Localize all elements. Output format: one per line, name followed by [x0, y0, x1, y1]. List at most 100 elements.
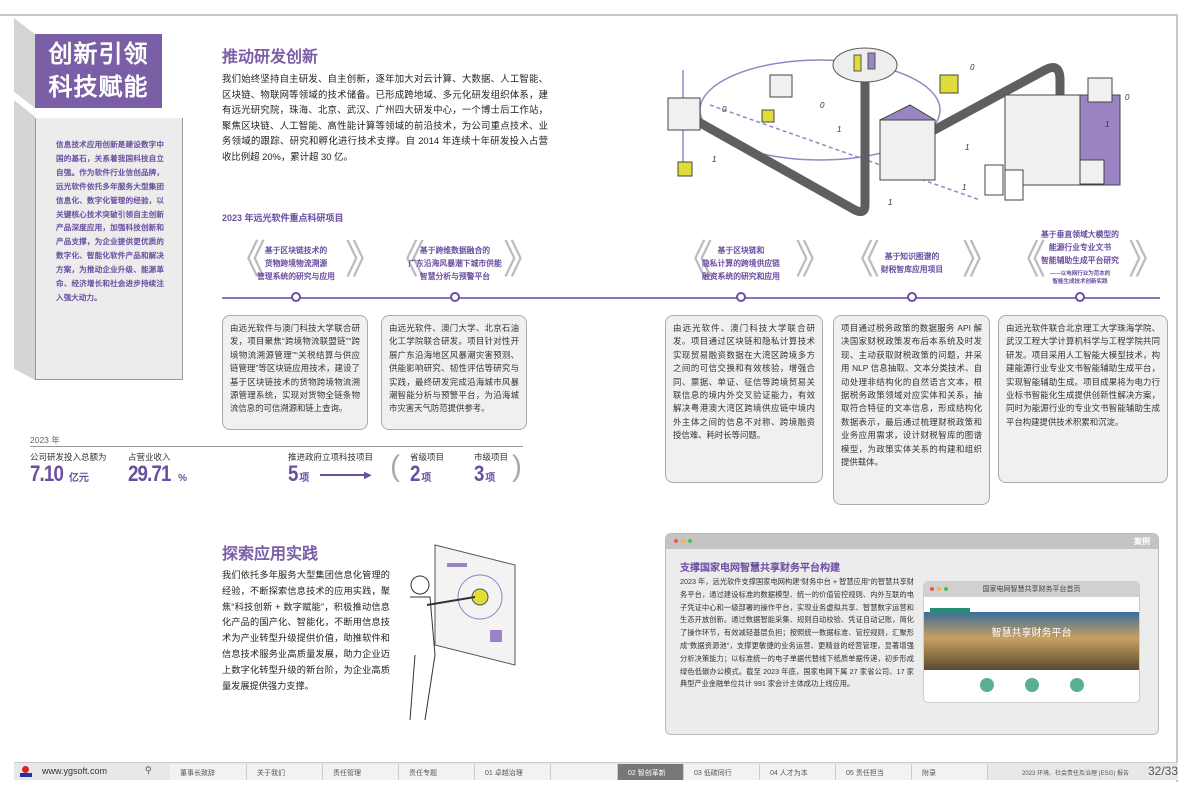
- module-icon[interactable]: [979, 678, 994, 692]
- chevron-left-icon: 《: [1006, 238, 1046, 282]
- footer-tab[interactable]: 附录: [912, 764, 988, 780]
- footer-tab[interactable]: [551, 764, 618, 780]
- practice-title: 探索应用实践: [222, 546, 319, 563]
- stat-value: 29.71: [128, 461, 171, 486]
- binary-label: 1: [962, 183, 966, 192]
- platform-banner: 智慧共享财务平台: [924, 612, 1139, 670]
- stats-year: 2023 年: [30, 435, 60, 445]
- case-title: 支撑国家电网智慧共享财务平台构建: [680, 563, 840, 574]
- case-tag: 案例: [1134, 537, 1150, 546]
- arrow-right-icon: [320, 474, 370, 476]
- footer-tab[interactable]: 董事长致辞: [170, 764, 247, 780]
- footer-tab[interactable]: 04 人才为本: [760, 764, 836, 780]
- footer-tab[interactable]: 03 低碳同行: [684, 764, 760, 780]
- project-title: 基于区块链和 隐私计算的跨境供应链 融资系统的研究和应用: [702, 246, 780, 281]
- window-close-dot: [930, 587, 934, 591]
- module-icon[interactable]: [1069, 678, 1084, 692]
- window-min-dot: [681, 539, 685, 543]
- window-min-dot: [937, 587, 941, 591]
- binary-label: 1: [712, 155, 716, 164]
- title-box-side: [14, 18, 35, 108]
- window-max-dot: [944, 587, 948, 591]
- practice-body: 我们依托多年服务大型集团信息化管理的经验，不断探索信息技术的应用实践，聚焦“科技…: [222, 570, 390, 691]
- stat-label: 省级项目: [410, 452, 445, 462]
- projects-heading: 2023 年远光软件重点科研项目: [222, 213, 344, 223]
- search-icon[interactable]: ⚲: [145, 765, 152, 775]
- timeline-dot: [907, 292, 917, 302]
- stat-value: 3: [474, 461, 484, 486]
- case-panel: 案例 支撑国家电网智慧共享财务平台构建 2023 年，远光软件支撑国家电网构建“…: [665, 533, 1159, 735]
- platform-window-bar: 国家电网智慧共享财务平台首页: [924, 582, 1139, 597]
- stat-label: 市级项目: [474, 452, 509, 462]
- timeline: [222, 297, 1160, 299]
- chevron-right-icon: 》: [503, 238, 543, 282]
- intro-box-side: [14, 100, 35, 380]
- cube-icon: [667, 97, 701, 131]
- stat-label: 推进政府立项科技项目: [288, 452, 374, 462]
- ygsoft-logo: [20, 766, 32, 778]
- stat-value: 5: [288, 461, 298, 486]
- chevron-right-icon: 》: [1128, 238, 1168, 282]
- website-link[interactable]: www.ygsoft.com: [42, 766, 108, 776]
- stat-unit: 项: [485, 473, 496, 484]
- window-close-dot: [674, 539, 678, 543]
- stat-value: 7.10: [30, 461, 64, 486]
- hero-title-line2: 科技赋能: [48, 74, 149, 101]
- case-title-bar: 案例: [666, 534, 1158, 549]
- arrow-head: ▶: [364, 470, 372, 481]
- bracket-right: ): [512, 450, 522, 483]
- data-pipe: [690, 75, 870, 217]
- stat-label: 占营业收入: [128, 452, 171, 462]
- cloud-icon: [832, 47, 898, 83]
- stats-divider: [30, 446, 523, 447]
- platform-window-title: 国家电网智慧共享财务平台首页: [982, 586, 1081, 593]
- page-number: 32/33: [1148, 764, 1179, 778]
- report-name: 2023 环境、社会责任及治理 (ESG) 报告: [1022, 771, 1130, 777]
- binary-label: 0: [820, 101, 825, 110]
- page-frame: [0, 14, 1178, 782]
- chevron-left-icon: 《: [673, 238, 713, 282]
- module-icon[interactable]: [1024, 678, 1039, 692]
- project-desc: 由远光软件与澳门科技大学联合研发，项目聚焦“跨境物流联盟链”“跨境物流溯源管理”…: [222, 315, 368, 430]
- binary-label: 0: [722, 105, 727, 114]
- project-title: 基于跨维数据融合的 广东沿海风暴潮下城市供能 智慧分析与预警平台: [408, 246, 502, 281]
- footer-tab[interactable]: 05 责任担当: [836, 764, 912, 780]
- project-desc: 由远光软件联合北京理工大学珠海学院、武汉工程大学计算机科学与工程学院共同研发。项…: [998, 315, 1168, 483]
- bracket-left: (: [390, 450, 400, 483]
- project-desc: 由远光软件、澳门科技大学联合研发。项目通过区块链和隐私计算技术实现贸易融资数据在…: [665, 315, 823, 483]
- binary-label: 1: [837, 125, 841, 134]
- project-title: 基于垂直领域大模型的 能源行业专业文书 智能辅助生成平台研究: [1041, 230, 1119, 265]
- stat-unit: 亿元: [68, 473, 89, 484]
- footer-tab[interactable]: 01 卓越治理: [475, 764, 551, 780]
- binary-label: 0: [970, 63, 975, 72]
- footer-tab[interactable]: 责任专题: [399, 764, 475, 780]
- stat-value: 2: [410, 461, 420, 486]
- stat-label: 公司研发投入总额为: [30, 452, 107, 462]
- platform-screenshot: 国家电网智慧共享财务平台首页 智慧共享财务平台: [923, 581, 1140, 703]
- platform-header: [924, 597, 1139, 614]
- window-max-dot: [688, 539, 692, 543]
- chevron-left-icon: 《: [226, 238, 266, 282]
- binary-label: 1: [1105, 120, 1109, 129]
- chevron-right-icon: 》: [345, 238, 385, 282]
- hero-title-line1: 创新引领: [48, 41, 149, 68]
- project-subtitle: ——以电网行业为范本的 智能生成技术创新实践: [1049, 271, 1111, 285]
- footer-tab[interactable]: 02 智创革新: [618, 764, 684, 780]
- sgcc-logo: [930, 608, 970, 614]
- chevron-left-icon: 《: [840, 238, 880, 282]
- stat-unit: 项: [421, 473, 432, 484]
- case-body: 2023 年，远光软件支撑国家电网构建“财务中台 + 智慧应用”的智慧共享财务平…: [680, 577, 914, 689]
- binary-label: 1: [888, 198, 892, 207]
- stat-revenue-ratio: 29.71%: [128, 461, 187, 487]
- timeline-dot: [736, 292, 746, 302]
- project-title: 基于知识图谱的 财税智库应用项目: [880, 252, 944, 274]
- footer-tab[interactable]: 责任管理: [323, 764, 399, 780]
- rd-title: 推动研发创新: [222, 49, 319, 66]
- project-desc: 项目通过税务政策的数据服务 API 解决国家财税政策发布后本系统及时发现、主动获…: [833, 315, 990, 505]
- binary-label: 0: [1125, 93, 1130, 102]
- footer-tab[interactable]: 关于我们: [247, 764, 323, 780]
